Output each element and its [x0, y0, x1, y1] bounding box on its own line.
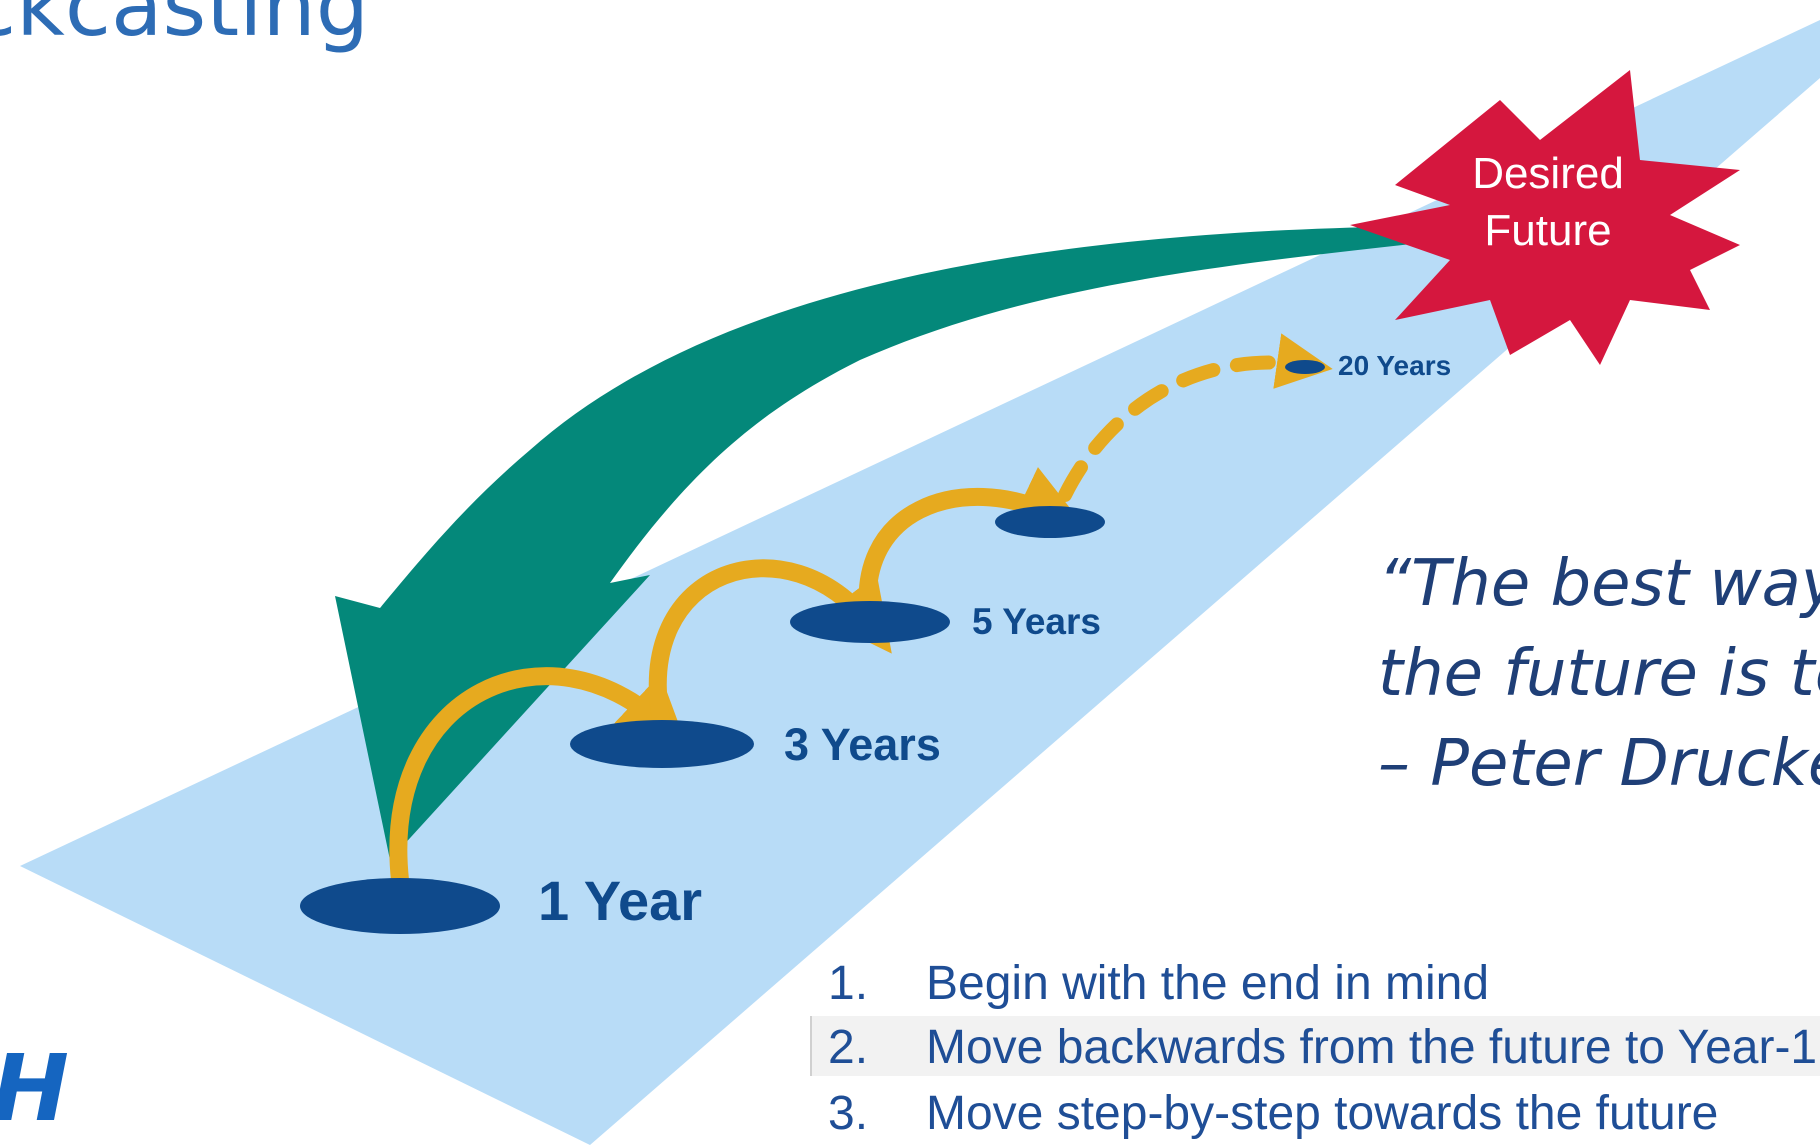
milestone-label-3-years: 3 Years: [784, 719, 941, 770]
quote-line-3: – Peter Drucke: [1378, 727, 1820, 801]
timeline-path: [20, 20, 1820, 1145]
step-arrow-1-to-3: [389, 667, 689, 889]
step-1-number: 1.: [828, 957, 868, 1010]
milestone-5-years: [790, 601, 950, 643]
quote-line-2: the future is to: [1378, 637, 1820, 711]
milestone-label-20-years: 20 Years: [1338, 350, 1451, 381]
milestone-10-years: [995, 506, 1105, 538]
backcasting-arrow: [335, 226, 1430, 860]
step-1-text: Begin with the end in mind: [926, 957, 1489, 1010]
step-3-text: Move step-by-step towards the future: [926, 1087, 1718, 1140]
milestone-20-years: [1285, 360, 1325, 374]
step-arrow-3-to-5: [648, 559, 892, 734]
desired-future-star: [1350, 70, 1740, 365]
milestone-label-5-years: 5 Years: [972, 601, 1101, 642]
step-2-highlight: [810, 1016, 1820, 1076]
step-arrow-10-to-20: [1058, 333, 1333, 502]
logo-text: H: [0, 1035, 69, 1142]
page-title: ckcasting: [0, 0, 369, 55]
step-2-number: 2.: [828, 1021, 868, 1074]
milestone-1-year: [300, 878, 500, 934]
desired-future-line-2: Future: [1484, 206, 1611, 255]
milestone-3-years: [570, 720, 754, 768]
step-2-text: Move backwards from the future to Year-1: [926, 1021, 1817, 1074]
desired-future-line-1: Desired: [1472, 149, 1624, 198]
step-3-number: 3.: [828, 1087, 868, 1140]
quote-line-1: “The best way: [1378, 547, 1820, 621]
milestone-label-1-year: 1 Year: [538, 869, 702, 932]
step-arrow-5-to-10: [858, 467, 1088, 634]
